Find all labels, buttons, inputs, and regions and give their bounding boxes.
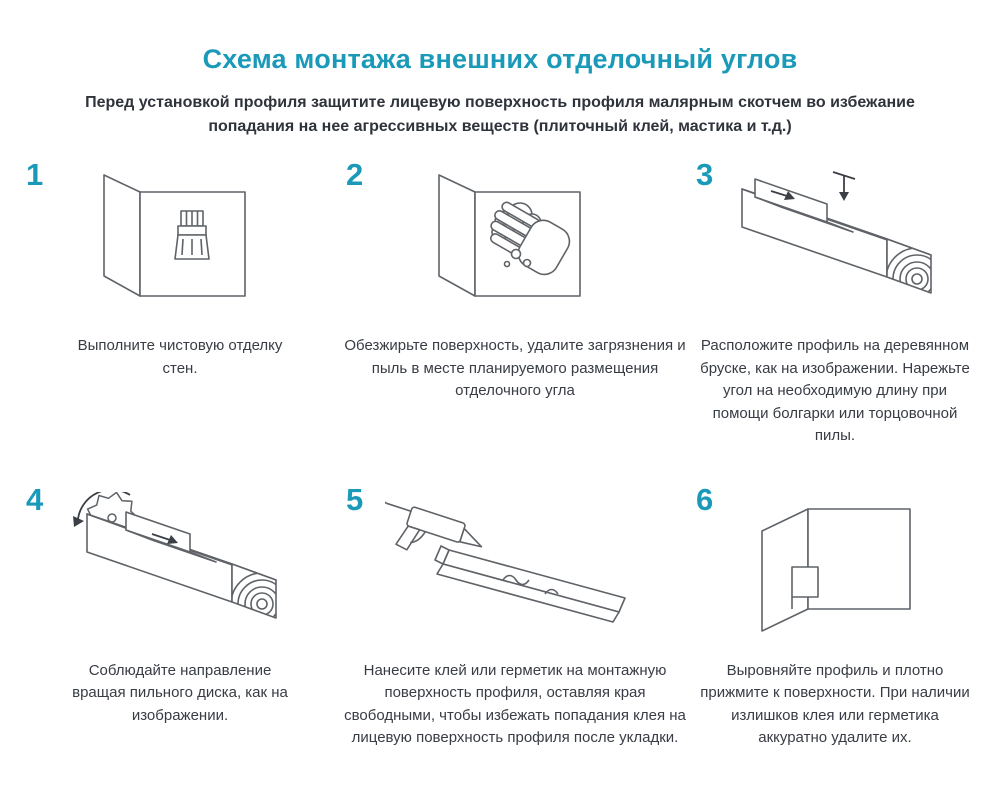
step-6-number: 6: [696, 481, 714, 517]
step-3-number: 3: [696, 157, 714, 192]
wall-corner-hand-cleaning-icon: [340, 161, 690, 323]
step-5-caption: Нанесите клей или герметик на монтажную …: [344, 661, 686, 747]
page-title: Схема монтажа внешних отделочный углов: [202, 44, 798, 74]
step-1-caption: Выполните чистовую отделку стен.: [77, 337, 283, 377]
step-1-number: 1: [26, 157, 44, 192]
step-3: 3: [690, 157, 980, 448]
step-4-number: 4: [26, 481, 44, 517]
step-3-caption: Расположите профиль на деревянном бруске…: [700, 337, 970, 444]
caulk-gun-profile-icon: [340, 486, 690, 648]
step-1: 1: [20, 157, 340, 448]
step-2-number: 2: [346, 157, 364, 192]
steps-grid: 1: [20, 157, 980, 750]
step-2-caption: Обезжирьте поверхность, удалите загрязне…: [344, 337, 686, 399]
step-5: 5: [340, 482, 690, 750]
profile-on-wood-block-icon: [690, 161, 980, 323]
corner-pressed-profile-icon: [690, 486, 980, 648]
step-2: 2: [340, 157, 690, 448]
step-5-number: 5: [346, 481, 364, 517]
step-6: 6 Выровняйте профиль и плотно прижмите к…: [690, 482, 980, 750]
saw-blade-cutting-icon: [20, 486, 340, 648]
wall-corner-paintbrush-icon: [20, 161, 340, 323]
step-4: 4: [20, 482, 340, 750]
step-4-caption: Соблюдайте направление вращая пильного д…: [72, 661, 288, 724]
step-6-caption: Выровняйте профиль и плотно прижмите к п…: [700, 661, 970, 747]
page-subtitle: Перед установкой профиля защитите лицеву…: [85, 94, 915, 135]
